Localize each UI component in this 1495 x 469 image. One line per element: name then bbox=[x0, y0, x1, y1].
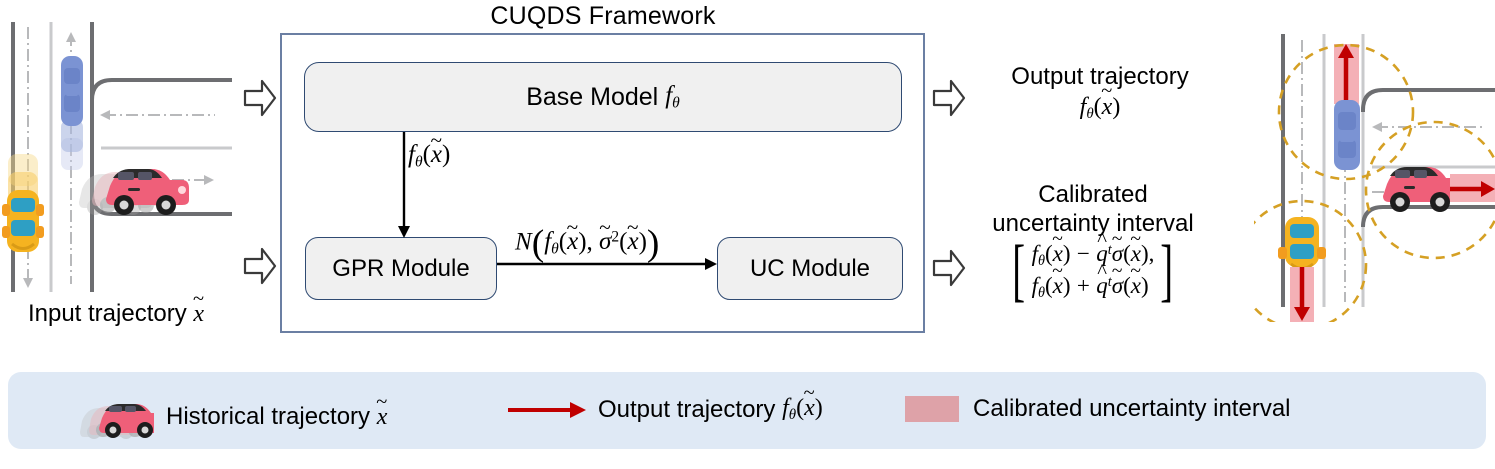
output-trajectory-symbol: fθ(x) bbox=[960, 92, 1240, 124]
calibrated-line-2: uncertainty interval bbox=[992, 210, 1194, 238]
legend-label-uncertainty: Calibrated uncertainty interval bbox=[973, 395, 1291, 422]
node-uc-label: UC Module bbox=[749, 254, 871, 282]
input-to-framework-arrow-bottom bbox=[243, 246, 277, 286]
input-caption-symbol: x bbox=[193, 301, 204, 328]
legend-label-output: Output trajectory bbox=[598, 395, 776, 423]
legend-label-historical: Historical trajectory bbox=[166, 403, 371, 430]
node-base-model-label: Base Model bbox=[526, 82, 659, 111]
blue-car-top-down bbox=[1334, 100, 1360, 170]
output-trajectory-block: Output trajectory fθ(x) bbox=[960, 62, 1240, 124]
input-caption-text: Input trajectory bbox=[27, 300, 187, 327]
node-gpr-label: GPR Module bbox=[332, 254, 470, 282]
edge-gpr-to-uc-label: N(fθ(x), σ2(x)) bbox=[515, 222, 659, 265]
edge-base-to-gpr-arrow bbox=[398, 132, 410, 240]
red-car-side bbox=[1383, 167, 1464, 212]
interval-row-1: fθ(x) − qtσ(x), bbox=[1032, 240, 1155, 270]
legend-panel bbox=[8, 372, 1486, 449]
node-base-model-symbol: fθ bbox=[665, 81, 680, 112]
calibrated-interval-caption: Calibrated uncertainty interval bbox=[948, 180, 1238, 239]
yellow-taxi-top-down bbox=[2, 154, 44, 252]
output-traffic-scene bbox=[1254, 22, 1495, 322]
framework-title: CUQDS Framework bbox=[490, 2, 716, 30]
right-bracket: ] bbox=[1160, 232, 1174, 309]
calibrated-line-1: Calibrated bbox=[1038, 181, 1148, 208]
pink-swatch-icon bbox=[905, 396, 959, 422]
left-bracket: [ bbox=[1012, 232, 1026, 309]
legend-symbol-historical: x bbox=[377, 404, 388, 431]
output-scene-graphic bbox=[1254, 34, 1495, 322]
calibrated-interval-formula: [ fθ(x) − qtσ(x), fθ(x) + qtσ(x) ] bbox=[948, 232, 1238, 309]
legend-symbol-output: fθ(x) bbox=[782, 395, 823, 424]
node-base-model[interactable]: Base Model fθ bbox=[304, 62, 902, 132]
node-gpr-module[interactable]: GPR Module bbox=[305, 237, 497, 300]
yellow-taxi-top-down bbox=[1278, 217, 1326, 270]
legend-item-uncertainty-interval: Calibrated uncertainty interval bbox=[905, 395, 1291, 423]
framework-to-output-arrow-top bbox=[932, 78, 966, 118]
car-ghost-icon bbox=[80, 395, 154, 439]
edge-gpr-to-uc-arrow bbox=[497, 258, 719, 270]
input-traffic-scene bbox=[0, 22, 232, 300]
blue-car-top-down bbox=[61, 56, 83, 170]
framework-to-output-arrow-bottom bbox=[932, 248, 966, 288]
highlight-circle-yellow-taxi bbox=[1254, 199, 1368, 322]
legend-item-output-trajectory: Output trajectory fθ(x) bbox=[508, 395, 823, 424]
input-scene-graphic bbox=[2, 22, 232, 292]
interval-row-2: fθ(x) + qtσ(x) bbox=[1032, 272, 1155, 302]
input-to-framework-arrow-top bbox=[243, 78, 277, 118]
red-arrow-icon bbox=[508, 401, 586, 419]
edge-base-to-gpr-label: fθ(x) bbox=[408, 140, 450, 171]
highlight-circle-blue-car bbox=[1277, 43, 1415, 181]
red-car-side-with-ghosts bbox=[79, 169, 189, 215]
node-uc-module[interactable]: UC Module bbox=[717, 237, 903, 300]
input-trajectory-caption: Input trajectory x bbox=[0, 300, 232, 328]
highlight-circle-red-car bbox=[1364, 120, 1495, 260]
output-trajectory-label: Output trajectory bbox=[1011, 63, 1189, 90]
legend-item-historical-trajectory: Historical trajectory x bbox=[80, 395, 387, 439]
